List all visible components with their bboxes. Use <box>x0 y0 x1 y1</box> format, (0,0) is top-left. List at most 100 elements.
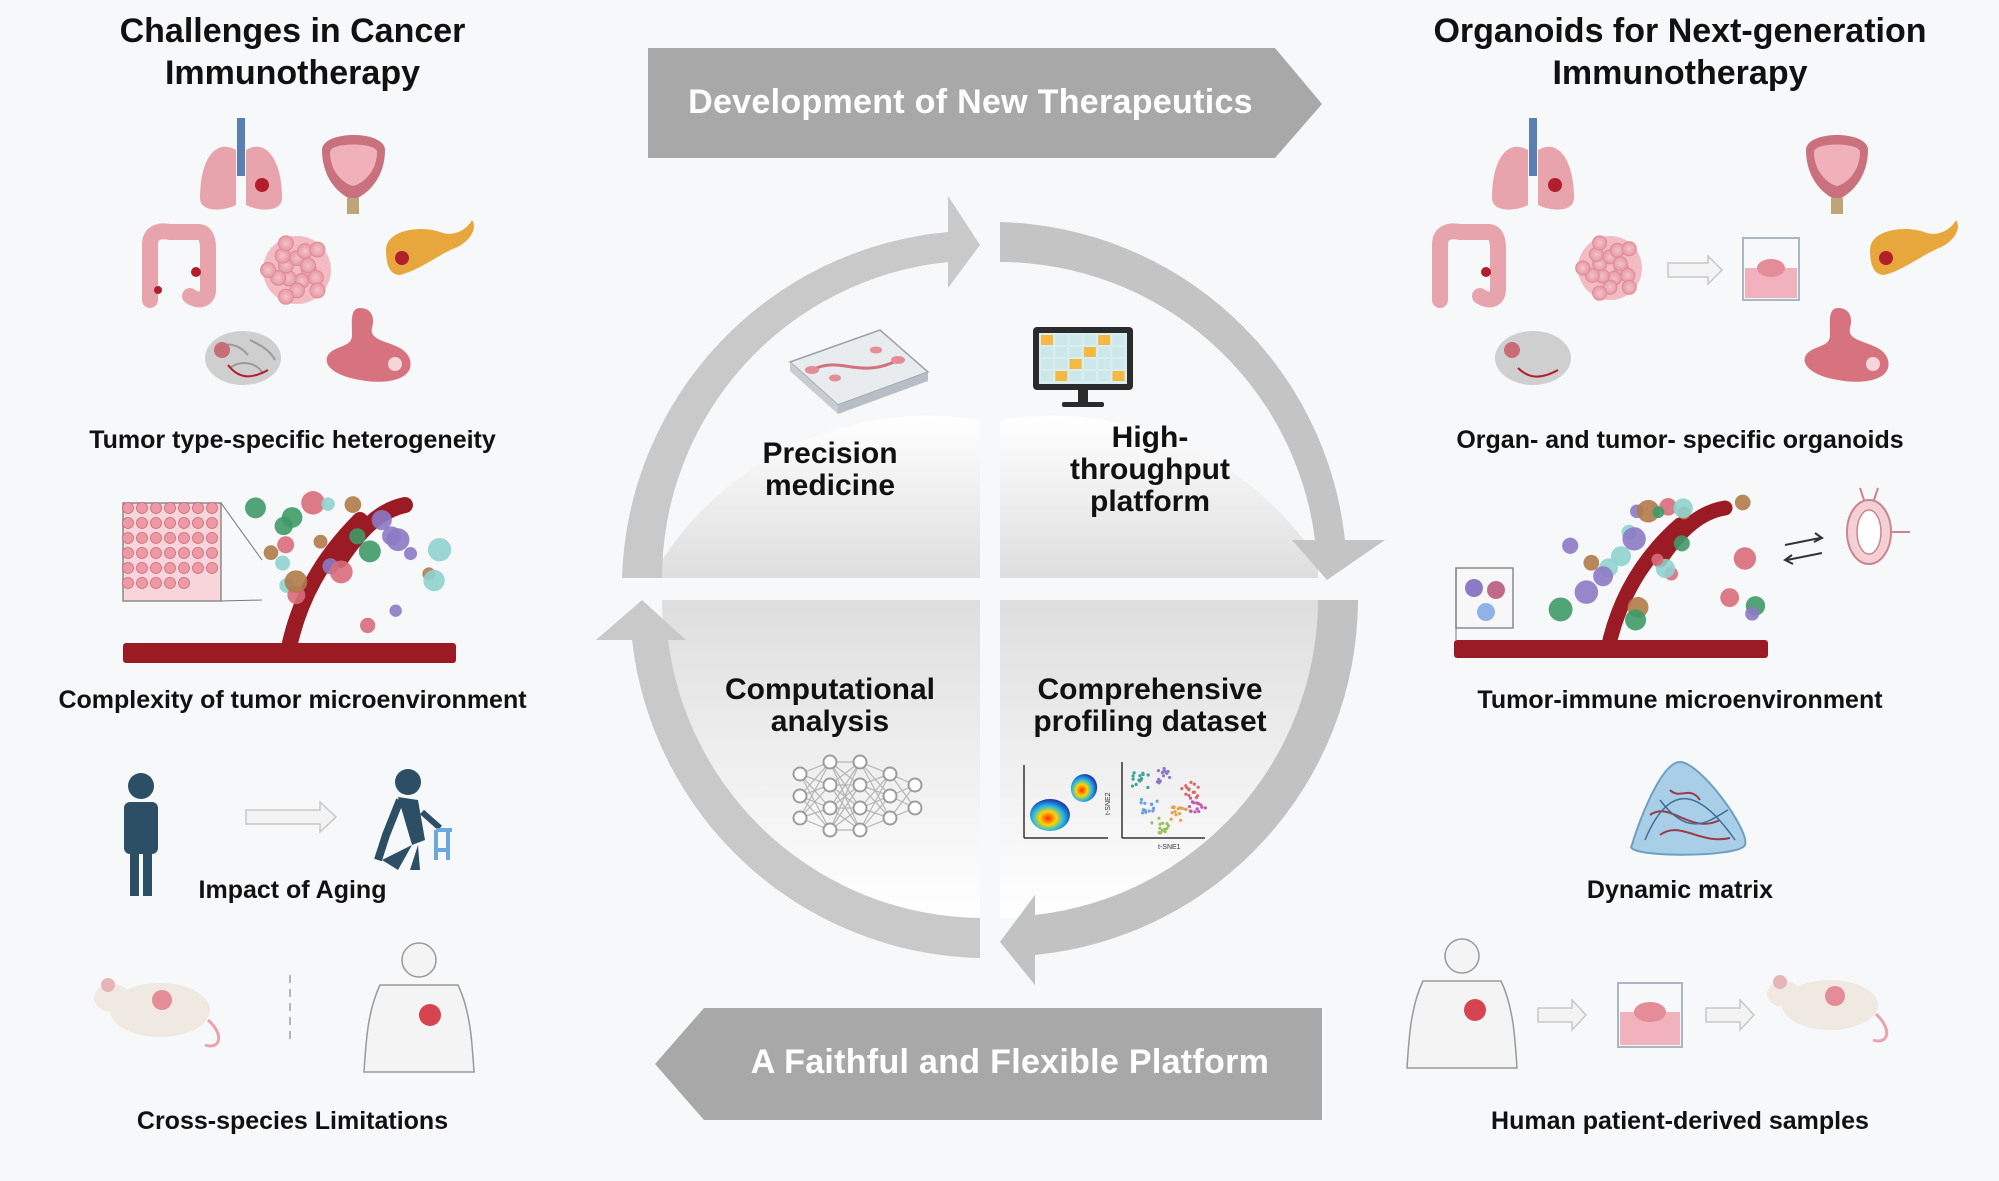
elderly-person-walker-icon <box>374 769 452 870</box>
plate-well <box>1083 371 1096 381</box>
pancreas-icon <box>386 220 475 275</box>
bottom-banner-arrow <box>655 1008 1322 1120</box>
computational-analysis-label: Computational analysis <box>690 674 970 738</box>
left-heading: Challenges in Cancer Immunotherapy <box>60 10 525 94</box>
plate-well <box>1098 359 1111 369</box>
mouse-icon-right <box>1767 975 1888 1043</box>
colon-icon <box>142 223 216 308</box>
arrow-top-left <box>622 196 980 578</box>
tumor-cell-cluster-icon <box>260 235 331 305</box>
top-banner-label: Development of New Therapeutics <box>688 83 1253 121</box>
arrow-bottom-right <box>1000 600 1358 985</box>
htp-line3: platform <box>1090 485 1210 518</box>
plate-well <box>1055 335 1068 345</box>
plate-well <box>1112 335 1125 345</box>
culture-well-icon <box>1742 237 1800 301</box>
neural-network-icon <box>792 754 923 838</box>
dynamic-matrix-icon <box>1630 760 1747 856</box>
nn-node <box>852 800 868 816</box>
plate-well <box>1041 347 1053 357</box>
left-label-heterogeneity: Tumor type-specific heterogeneity <box>89 426 496 454</box>
colon-icon-right <box>1432 223 1506 308</box>
top-banner-arrow <box>648 48 1322 158</box>
plate-well <box>1055 359 1068 369</box>
plate-well <box>1083 347 1096 357</box>
bottom-banner-label: A Faithful and Flexible Platform <box>750 1043 1270 1081</box>
precision-medicine-label: Precision medicine <box>690 438 970 502</box>
tsne1-axis-label: t-SNE1 <box>1158 844 1181 851</box>
patient-icon-right <box>1406 938 1518 1069</box>
mouse-icon <box>94 978 220 1048</box>
plate-well <box>1112 359 1125 369</box>
cycle-arrows <box>596 196 1385 985</box>
plate-well <box>1069 371 1082 381</box>
nn-node <box>907 777 923 793</box>
nn-node <box>882 810 898 826</box>
plate-well <box>1069 335 1082 345</box>
stomach-icon <box>326 308 411 382</box>
nn-node <box>882 788 898 804</box>
comp-line1: Computational <box>725 673 935 706</box>
plate-well <box>1112 347 1125 357</box>
nn-node <box>852 754 868 770</box>
right-label-organoids: Organ- and tumor- specific organoids <box>1456 426 1904 454</box>
arrow-top-right <box>1000 222 1385 580</box>
right-label-dynamic-matrix: Dynamic matrix <box>1586 876 1774 904</box>
nn-node <box>852 822 868 838</box>
nn-node <box>792 788 808 804</box>
nn-node <box>822 754 838 770</box>
quadrant-computational <box>662 600 980 918</box>
nn-node <box>882 766 898 782</box>
bladder-icon-right <box>1806 135 1868 214</box>
lung-icon-right <box>1492 118 1574 210</box>
tsne-plot-icon <box>1121 762 1207 839</box>
left-label-cross-species: Cross-species Limitations <box>136 1107 449 1135</box>
left-label-aging: Impact of Aging <box>198 876 387 904</box>
plate-well <box>1041 359 1053 369</box>
tumor-immune-microenvironment-illustration <box>1454 494 1768 658</box>
brain-icon <box>205 331 281 385</box>
right-heading-line2: Immunotherapy <box>1552 54 1808 92</box>
nn-node <box>822 822 838 838</box>
nn-node <box>852 777 868 793</box>
right-heading: Organoids for Next-generation Immunother… <box>1390 10 1970 94</box>
left-heading-line2: Immunotherapy <box>164 54 421 92</box>
nn-node <box>822 777 838 793</box>
nn-node <box>792 810 808 826</box>
left-heading-line1: Challenges in Cancer <box>119 12 466 50</box>
precision-line1: Precision <box>762 437 898 470</box>
pancreas-icon-right <box>1870 220 1959 275</box>
right-label-tumor-immune: Tumor-immune microenvironment <box>1477 686 1883 714</box>
quadrant-htp <box>1000 415 1318 578</box>
young-person-icon <box>124 773 158 896</box>
plate-well <box>1041 335 1053 345</box>
well-plate-grid <box>1041 335 1125 381</box>
nn-node <box>822 800 838 816</box>
arrow-bottom-left <box>596 600 980 958</box>
high-throughput-label: High- throughput platform <box>1010 422 1290 518</box>
nn-node <box>907 800 923 816</box>
plate-well <box>1083 359 1096 369</box>
lung-icon <box>200 118 282 210</box>
plate-well <box>1098 371 1111 381</box>
plate-well <box>1098 347 1111 357</box>
plate-well <box>1098 335 1111 345</box>
left-label-tme: Complexity of tumor microenvironment <box>58 686 527 714</box>
right-label-patient-samples: Human patient-derived samples <box>1491 1107 1869 1135</box>
quadrant-precision <box>662 415 980 578</box>
quadrant-profiling <box>1000 600 1318 918</box>
nn-node <box>792 766 808 782</box>
plate-well <box>1055 347 1068 357</box>
sample-arrow-1 <box>1537 998 1588 1032</box>
plate-well <box>1069 359 1082 369</box>
htp-line1: High- <box>1111 421 1189 454</box>
exchange-arrows-icon <box>1783 532 1824 565</box>
plate-well <box>1112 371 1125 381</box>
brain-icon-right <box>1495 331 1571 385</box>
flow-cytometry-plot-icon <box>1023 765 1108 839</box>
microfluidic-chip-icon <box>788 329 930 414</box>
precision-line2: medicine <box>764 469 896 502</box>
plate-well <box>1055 371 1068 381</box>
organoid-arrow <box>1667 254 1724 286</box>
